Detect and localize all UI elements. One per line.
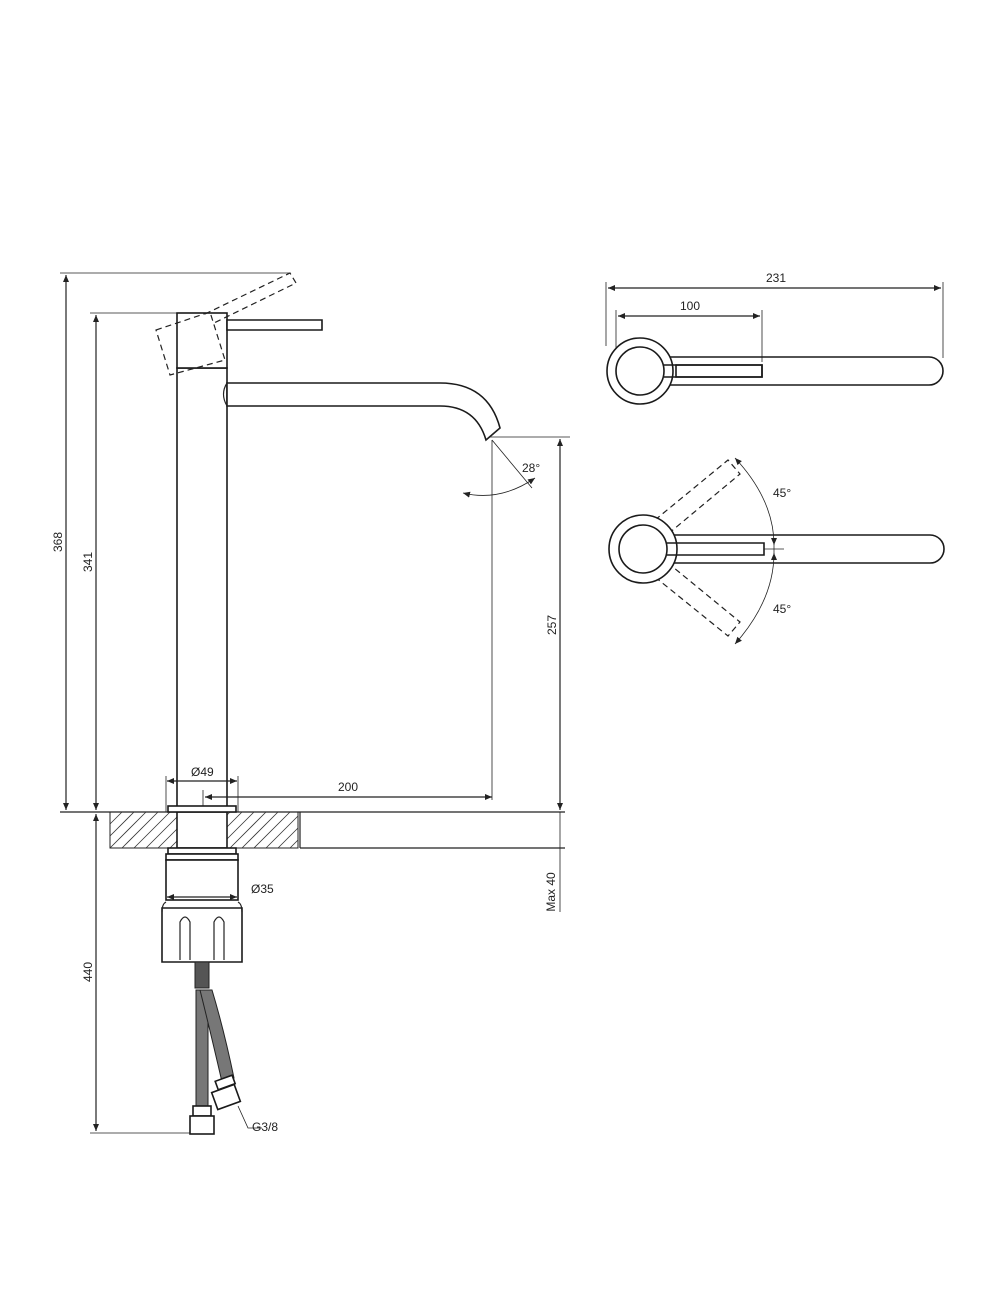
body-inner-circle-upper xyxy=(615,346,665,396)
dim-thread: G3/8 xyxy=(252,1120,278,1134)
hatch-line xyxy=(145,811,183,849)
dim-total-height: 368 xyxy=(51,532,65,552)
base-flange xyxy=(167,805,237,813)
dim-body-height: 341 xyxy=(81,552,95,572)
hatch-line xyxy=(241,811,279,849)
hatch-line xyxy=(109,811,135,837)
flexible-hoses xyxy=(189,961,242,1135)
hatch-line xyxy=(253,811,291,849)
shank-in-deck xyxy=(176,811,228,849)
hose-right-nut xyxy=(210,1083,242,1111)
hose-left-collar xyxy=(192,1105,212,1117)
dim-spout-angle: 28° xyxy=(522,461,540,475)
lever-rotated-down xyxy=(654,562,741,637)
hatch-line xyxy=(265,815,299,849)
nut-slot-1 xyxy=(179,916,191,960)
angle-ray-28 xyxy=(491,439,533,489)
spout-aerator xyxy=(485,427,501,441)
dim-rotation-down: 45° xyxy=(773,602,791,616)
faucet-spout xyxy=(226,382,501,442)
dim-deck-max: Max 40 xyxy=(544,872,558,912)
hatch-line xyxy=(121,811,159,849)
handle-cartridge xyxy=(176,312,228,369)
lever-slot-lower xyxy=(667,542,765,556)
washer-2 xyxy=(165,853,239,861)
lever-outline-lower xyxy=(662,534,945,564)
nut-chamfer xyxy=(161,901,243,913)
lever-slot-upper xyxy=(675,364,763,378)
dim-overall-length: 231 xyxy=(766,271,786,285)
hatch-line xyxy=(133,811,171,849)
nut-slot-2 xyxy=(213,916,225,960)
dim-shank-diameter: Ø35 xyxy=(251,882,274,896)
hatch-line xyxy=(277,827,299,849)
dim-rotation-up: 45° xyxy=(773,486,791,500)
hose-left-nut xyxy=(189,1115,215,1135)
lever-alt-position xyxy=(204,272,297,325)
hose-right xyxy=(199,989,235,1083)
dim-hose-length: 440 xyxy=(81,962,95,982)
body-inner-circle-lower xyxy=(618,524,668,574)
hatch-line xyxy=(109,811,147,849)
hatch-line xyxy=(109,811,123,825)
lever-slot-upper-over xyxy=(664,364,763,378)
dim-lever-length: 100 xyxy=(680,299,700,313)
fixing-nut xyxy=(161,907,243,963)
threaded-shank xyxy=(165,859,239,901)
dim-spout-height: 257 xyxy=(545,615,559,635)
angle-arc-down xyxy=(734,552,777,645)
faucet-body xyxy=(176,367,228,813)
side-view: 368 341 440 Max 40 xyxy=(51,272,570,1135)
dim-body-diameter: Ø49 xyxy=(191,765,214,779)
hatch-line xyxy=(229,811,267,849)
leader-g38 xyxy=(237,1105,262,1129)
spout-joint xyxy=(222,382,228,407)
handle-lever xyxy=(226,319,323,331)
hatch-line xyxy=(289,839,299,849)
top-view-lower: 45° 45° xyxy=(608,457,945,645)
angle-arc-28 xyxy=(462,477,536,498)
top-view-upper: 231 100 xyxy=(605,271,944,405)
lever-rotated-up xyxy=(654,459,741,535)
hose-top xyxy=(194,961,210,989)
dim-reach: 200 xyxy=(338,780,358,794)
lever-outline-upper xyxy=(660,356,944,386)
washer xyxy=(167,847,237,855)
angle-arc-up xyxy=(734,457,777,546)
